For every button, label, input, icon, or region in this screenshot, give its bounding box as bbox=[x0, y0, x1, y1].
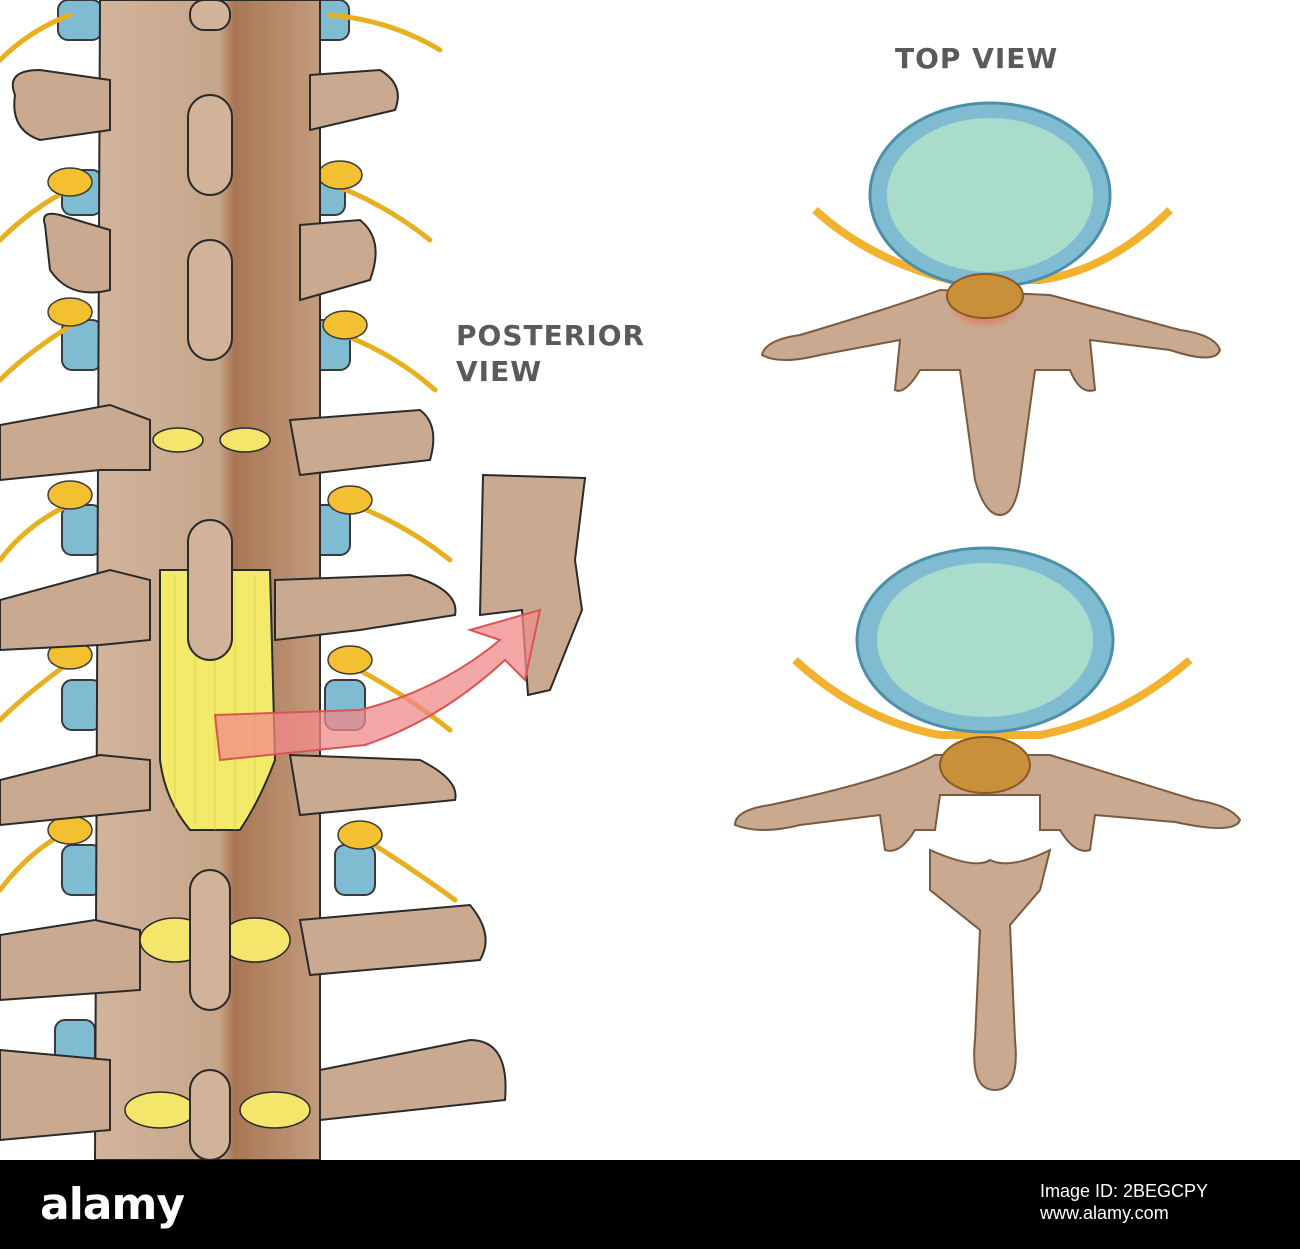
vertebra-top bbox=[760, 288, 1222, 517]
footer-bar bbox=[0, 1160, 1300, 1249]
image-id-block: Image ID: 2BEGCPY www.alamy.com bbox=[1040, 1180, 1208, 1224]
posterior-view-label: POSTERIOR VIEW bbox=[456, 318, 645, 390]
spine-illustration bbox=[0, 0, 1242, 1160]
top-view-label: TOP VIEW bbox=[895, 42, 1059, 75]
top-view-before bbox=[760, 101, 1222, 517]
nerve-roots-bottom bbox=[792, 656, 1193, 739]
disc-nucleus-top bbox=[887, 118, 1093, 272]
spinous-processes bbox=[187, 0, 233, 1160]
top-view-after bbox=[733, 546, 1242, 1092]
vertebra-bottom bbox=[733, 754, 1242, 852]
spinal-canal-top bbox=[946, 273, 1024, 319]
disc-nucleus-bottom bbox=[877, 563, 1093, 717]
removal-arrow bbox=[213, 608, 542, 762]
brand-logo: alamy bbox=[40, 1179, 185, 1230]
posterior-label-line1: POSTERIOR bbox=[456, 319, 646, 352]
removed-spinous-process bbox=[929, 848, 1052, 1092]
posterior-label-line2: VIEW bbox=[456, 355, 543, 388]
posterior-spine bbox=[0, 0, 507, 1160]
transverse-processes bbox=[0, 68, 507, 1142]
image-id-text: Image ID: 2BEGCPY bbox=[1040, 1181, 1209, 1201]
spinal-canal-bottom bbox=[939, 736, 1031, 794]
site-url: www.alamy.com bbox=[1040, 1203, 1169, 1223]
removed-lamina-fragment bbox=[478, 473, 587, 697]
